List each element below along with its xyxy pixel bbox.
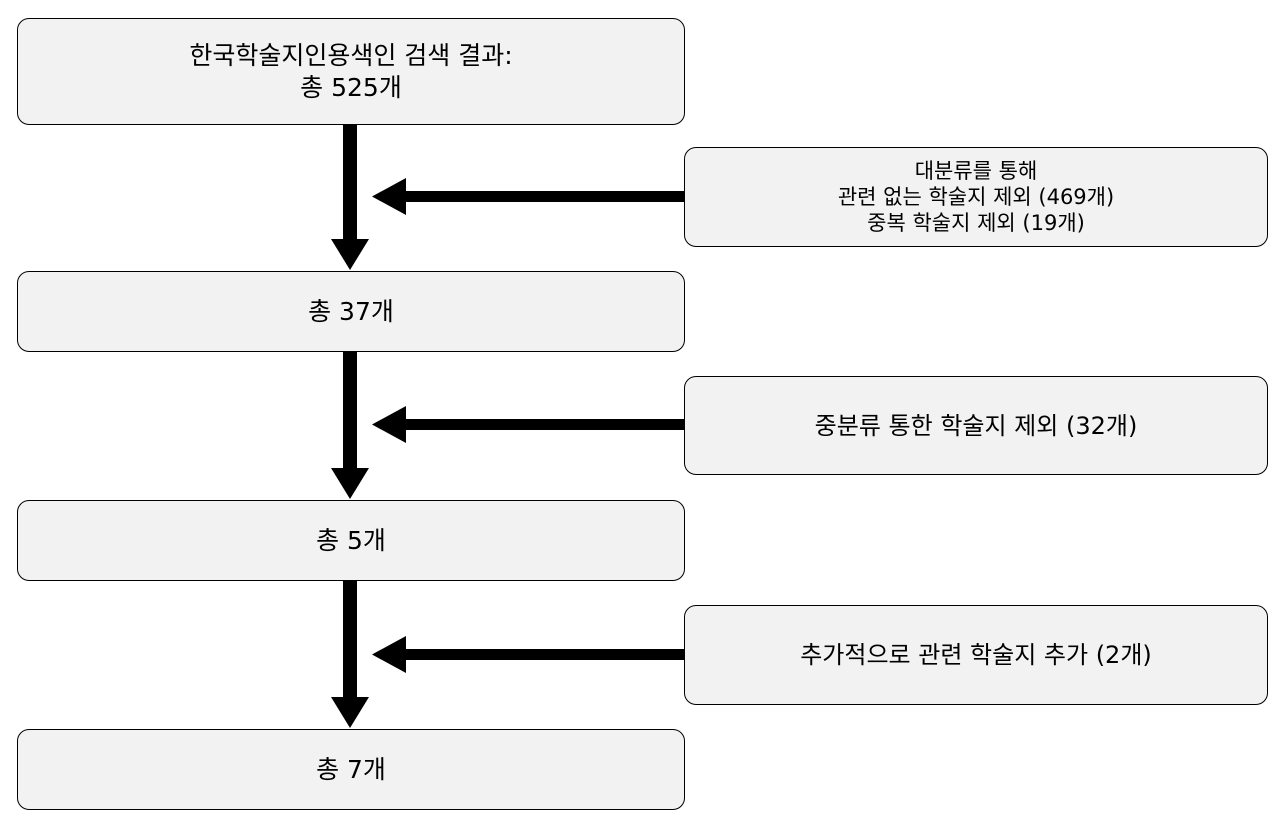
down-arrow-3 — [331, 581, 369, 728]
side-line: 중복 학술지 제외 (19개) — [867, 211, 1085, 235]
left-arrow-3 — [372, 636, 684, 673]
flow-step-after-major-category: 총 37개 — [17, 271, 685, 352]
left-arrow-2 — [372, 406, 684, 443]
step-count: 총 37개 — [308, 296, 394, 326]
step-count: 총 7개 — [316, 754, 386, 784]
exclusion-box-major-category: 대분류를 통해 관련 없는 학술지 제외 (469개) 중복 학술지 제외 (1… — [684, 147, 1268, 247]
flow-step-final: 총 7개 — [17, 729, 685, 810]
side-line: 대분류를 통해 — [914, 159, 1038, 183]
exclusion-box-mid-category: 중분류 통한 학술지 제외 (32개) — [684, 376, 1268, 475]
side-line: 추가적으로 관련 학술지 추가 (2개) — [800, 641, 1152, 669]
step-count: 총 5개 — [316, 525, 386, 555]
step-title: 한국학술지인용색인 검색 결과: — [189, 40, 513, 70]
step-count: 총 525개 — [300, 72, 402, 102]
down-arrow-1 — [331, 125, 369, 270]
addition-box-extra: 추가적으로 관련 학술지 추가 (2개) — [684, 605, 1268, 705]
side-line: 관련 없는 학술지 제외 (469개) — [837, 185, 1115, 209]
flow-step-search-results: 한국학술지인용색인 검색 결과: 총 525개 — [17, 18, 685, 125]
side-line: 중분류 통한 학술지 제외 (32개) — [814, 411, 1138, 440]
down-arrow-2 — [331, 352, 369, 499]
flow-step-after-mid-category: 총 5개 — [17, 500, 685, 581]
left-arrow-1 — [372, 178, 684, 215]
